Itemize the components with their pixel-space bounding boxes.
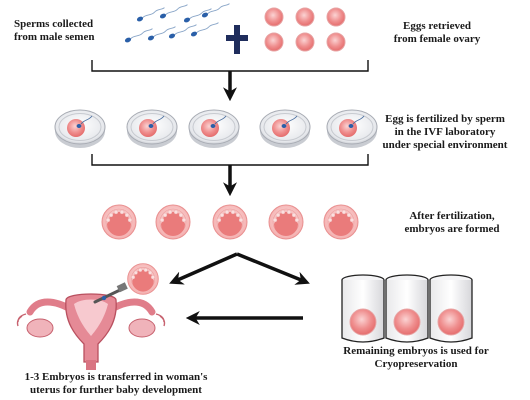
pipette-icon xyxy=(93,282,128,304)
label-line: under special environment xyxy=(382,139,508,151)
merge-bracket xyxy=(91,154,369,166)
label-line: Sperms collected xyxy=(14,18,94,30)
merge-bracket xyxy=(91,60,369,72)
plus-icon xyxy=(226,25,248,54)
label-line: Egg is fertilized by sperm xyxy=(385,113,505,125)
sperm-group-icon xyxy=(123,1,231,44)
eggs-label: Eggs retrieved from female ovary xyxy=(382,20,492,46)
cryopreservation-label: Remaining embryos is used for Cryopreser… xyxy=(336,345,496,371)
label-line: embryos are formed xyxy=(404,223,500,235)
label-line: uterus for further baby development xyxy=(30,384,202,396)
label-line: in the IVF laboratory xyxy=(394,126,496,138)
label-line: Eggs retrieved xyxy=(403,20,471,32)
eggs-group-icon xyxy=(264,7,346,52)
cryo-vial-icon xyxy=(385,274,429,343)
petri-dish-row xyxy=(54,109,378,149)
embryo-formed-label: After fertilization, embryos are formed xyxy=(392,210,512,236)
cryo-vial-group xyxy=(341,274,473,343)
label-line: from male semen xyxy=(14,31,95,43)
transfer-label: 1-3 Embryos is transferred in woman's ut… xyxy=(6,371,226,397)
label-line: Remaining embryos is used for xyxy=(343,345,489,357)
split-arrow-right xyxy=(236,252,310,285)
transfer-embryo-icon xyxy=(127,263,159,295)
cryo-vial-icon xyxy=(341,274,385,343)
cryo-vial-icon xyxy=(429,274,473,343)
label-line: from female ovary xyxy=(393,33,481,45)
split-arrow-left xyxy=(169,252,238,285)
embryo-row xyxy=(101,204,359,240)
label-line: 1-3 Embryos is transferred in woman's xyxy=(24,371,208,383)
sperm-label: Sperms collected from male semen xyxy=(14,18,124,44)
fertilization-label: Egg is fertilized by sperm in the IVF la… xyxy=(360,113,530,152)
label-line: After fertilization, xyxy=(409,210,495,222)
uterus-icon xyxy=(16,293,166,370)
label-line: Cryopreservation xyxy=(374,358,458,370)
